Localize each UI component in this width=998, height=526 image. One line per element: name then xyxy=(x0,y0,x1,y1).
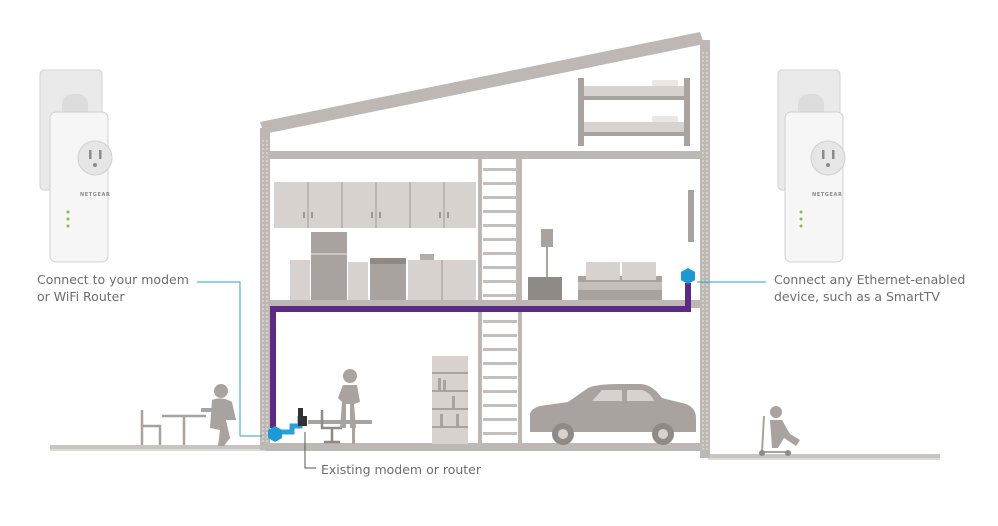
right-powerline-adapter-icon: NETGEAR xyxy=(777,69,846,263)
house xyxy=(260,32,710,458)
sofa-icon xyxy=(578,262,662,300)
callout-leaders xyxy=(197,281,766,437)
ethernet-cable xyxy=(280,416,303,435)
ground xyxy=(50,445,940,460)
existing-modem-leader xyxy=(304,432,316,469)
adapter-node-left xyxy=(268,426,282,442)
callout-device-line1: Connect any Ethernet-enabled xyxy=(774,272,966,287)
bunk-bed-icon xyxy=(578,78,690,146)
powerline-wiring xyxy=(270,283,691,428)
stairs xyxy=(483,168,517,435)
bookshelf-icon xyxy=(432,356,468,444)
callout-modem-line2: or WiFi Router xyxy=(37,289,125,304)
callout-device: Connect any Ethernet-enabled device, suc… xyxy=(774,271,965,305)
living-room xyxy=(528,190,694,300)
outdoor-table xyxy=(140,410,206,445)
modem-icon xyxy=(298,408,307,426)
svg-text:NETGEAR: NETGEAR xyxy=(80,192,110,198)
kitchen-icon xyxy=(274,182,476,300)
person-standing-icon xyxy=(338,369,360,428)
callout-modem: Connect to your modem or WiFi Router xyxy=(37,271,189,305)
callout-existing-label: Existing modem or router xyxy=(321,462,482,477)
office-desk xyxy=(308,410,372,444)
person-sitting-icon xyxy=(201,384,236,446)
wall-hatch xyxy=(262,52,708,452)
callout-device-line2: device, such as a SmartTV xyxy=(774,289,940,304)
child-scooter-icon xyxy=(759,406,800,456)
callout-existing-modem: Existing modem or router xyxy=(321,461,481,478)
callout-modem-line1: Connect to your modem xyxy=(37,272,189,287)
car-icon xyxy=(530,384,696,445)
svg-text:NETGEAR: NETGEAR xyxy=(812,192,842,198)
adapter-node-right xyxy=(681,268,695,284)
left-powerline-adapter-icon: NETGEAR xyxy=(39,69,113,263)
